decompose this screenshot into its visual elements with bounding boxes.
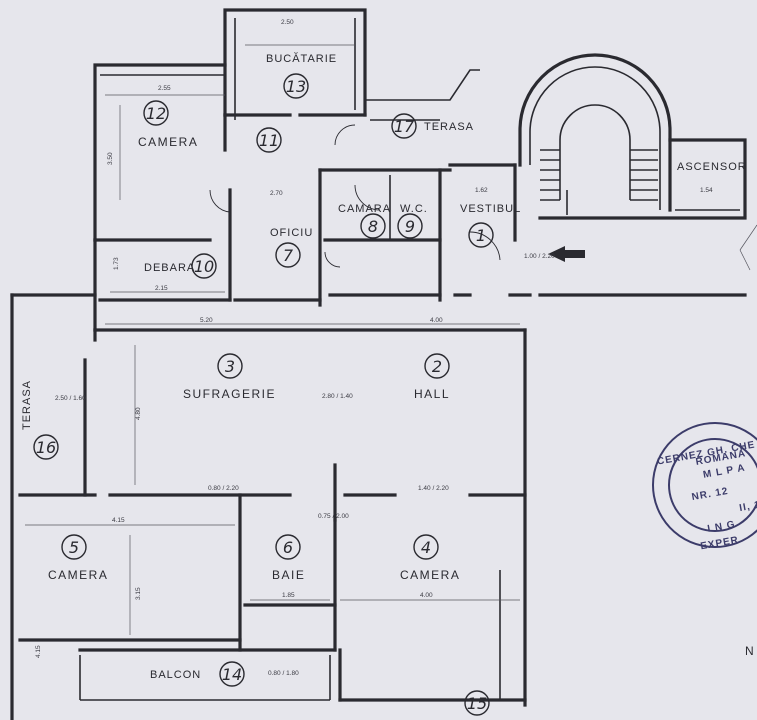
room-number-8: 8 [360,213,386,239]
room-name-oficiu: OFICIU [270,227,313,239]
room-number-1: 1 [468,222,494,248]
room-name-camara: CAMARA [338,203,391,215]
room-name-camera-12: CAMERA [138,135,198,149]
room-number-12: 12 [143,100,169,126]
room-number-7: 7 [275,242,301,268]
room-number-11: 11 [256,127,282,153]
svg-text:16: 16 [36,438,56,457]
room-name-hall: HALL [414,387,450,401]
svg-text:15: 15 [467,694,487,713]
svg-text:7: 7 [283,246,294,265]
dim-label: 2.70 [270,190,283,197]
svg-text:NR. 12: NR. 12 [691,486,729,503]
room-names: VESTIBUL HALL SUFRAGERIE CAMERA CAMERA B… [21,52,747,681]
dim-label: 5.20 [200,317,213,324]
room-name-bucatarie: BUCĂTARIE [266,52,337,65]
dim-label: 4.80 [135,407,142,420]
dim-label: 2.15 [155,285,168,292]
svg-text:EXPER: EXPER [700,535,740,553]
edge-text: N [745,644,755,658]
room-number-13: 13 [283,73,309,99]
room-number-4: 4 [413,534,439,560]
svg-text:8: 8 [368,217,378,236]
svg-text:14: 14 [222,665,242,684]
staircase [518,53,757,297]
room-name-debara: DEBARA [144,262,195,274]
svg-text:12: 12 [146,104,166,123]
dim-label: 1.40 / 2.20 [418,485,449,492]
svg-text:6: 6 [283,538,293,557]
dimension-lines [25,44,520,635]
room-name-balcon: BALCON [150,669,201,681]
dim-label: 2.50 / 1.60 [55,395,86,402]
room-name-vestibul: VESTIBUL [460,203,521,215]
dim-label: 1.62 [475,187,488,194]
walls [10,8,532,720]
room-number-14: 14 [219,661,245,687]
svg-text:1: 1 [476,226,486,245]
room-number-16: 16 [33,434,59,460]
dim-label: 1.73 [113,257,120,270]
room-number-5: 5 [61,534,87,560]
svg-text:13: 13 [286,77,306,96]
room-number-6: 6 [275,534,301,560]
room-name-sufragerie: SUFRAGERIE [183,387,276,401]
svg-text:17: 17 [394,117,415,136]
svg-text:11: 11 [259,131,279,150]
dim-label: 0.80 / 1.80 [268,670,299,677]
dim-label: 3.15 [135,587,142,600]
room-name-camera-4: CAMERA [400,568,460,582]
room-number-17: 17 [391,113,417,139]
room-number-3: 3 [217,353,243,379]
room-number-2: 2 [424,353,450,379]
dim-label-ascensor: 1.54 [700,187,713,194]
svg-text:4: 4 [421,538,431,557]
dimension-labels: 2.50 2.55 3.50 2.70 2.15 5.20 4.00 2.80 … [35,19,555,677]
svg-text:II, 1: II, 1 [739,499,757,514]
dim-label: 1.00 / 2.20 [524,253,555,260]
room-number-9: 9 [397,213,423,239]
entrance-arrow-icon [548,246,585,262]
svg-text:2: 2 [432,357,442,376]
dim-label: 2.55 [158,85,171,92]
dim-label: 4.15 [35,645,42,658]
room-number-15: 15 [464,690,490,716]
dim-label: 4.00 [430,317,443,324]
dim-label: 4.15 [112,517,125,524]
room-name-baie: BAIE [272,568,305,582]
dim-label: 4.00 [420,592,433,599]
svg-text:9: 9 [405,217,415,236]
svg-text:5: 5 [69,538,79,557]
room-name-terasa-17: TERASA [424,121,474,133]
svg-text:3: 3 [225,357,235,376]
room-name-terasa-16: TERASA [21,380,33,430]
dim-label: 3.50 [107,152,114,165]
dim-label: 0.75 / 2.00 [318,513,349,520]
dim-label: 0.80 / 2.20 [208,485,239,492]
room-numbers: 1 2 3 4 5 6 7 8 9 10 11 12 13 14 15 16 1… [33,73,494,716]
stamp-seal: CERNEZ GH. CHE ROMANA M L P A NR. 12 II,… [652,422,757,553]
doors [209,124,501,268]
svg-text:10: 10 [194,257,214,276]
room-name-wc: W.C. [400,203,428,215]
room-name-ascensor: ASCENSOR [677,161,747,173]
room-name-camera-5: CAMERA [48,568,108,582]
dim-label: 1.85 [282,592,295,599]
svg-text:I N G: I N G [707,519,737,535]
room-number-10: 10 [191,253,217,279]
dim-label: 2.80 / 1.40 [322,393,353,400]
dim-label: 2.50 [281,19,294,26]
